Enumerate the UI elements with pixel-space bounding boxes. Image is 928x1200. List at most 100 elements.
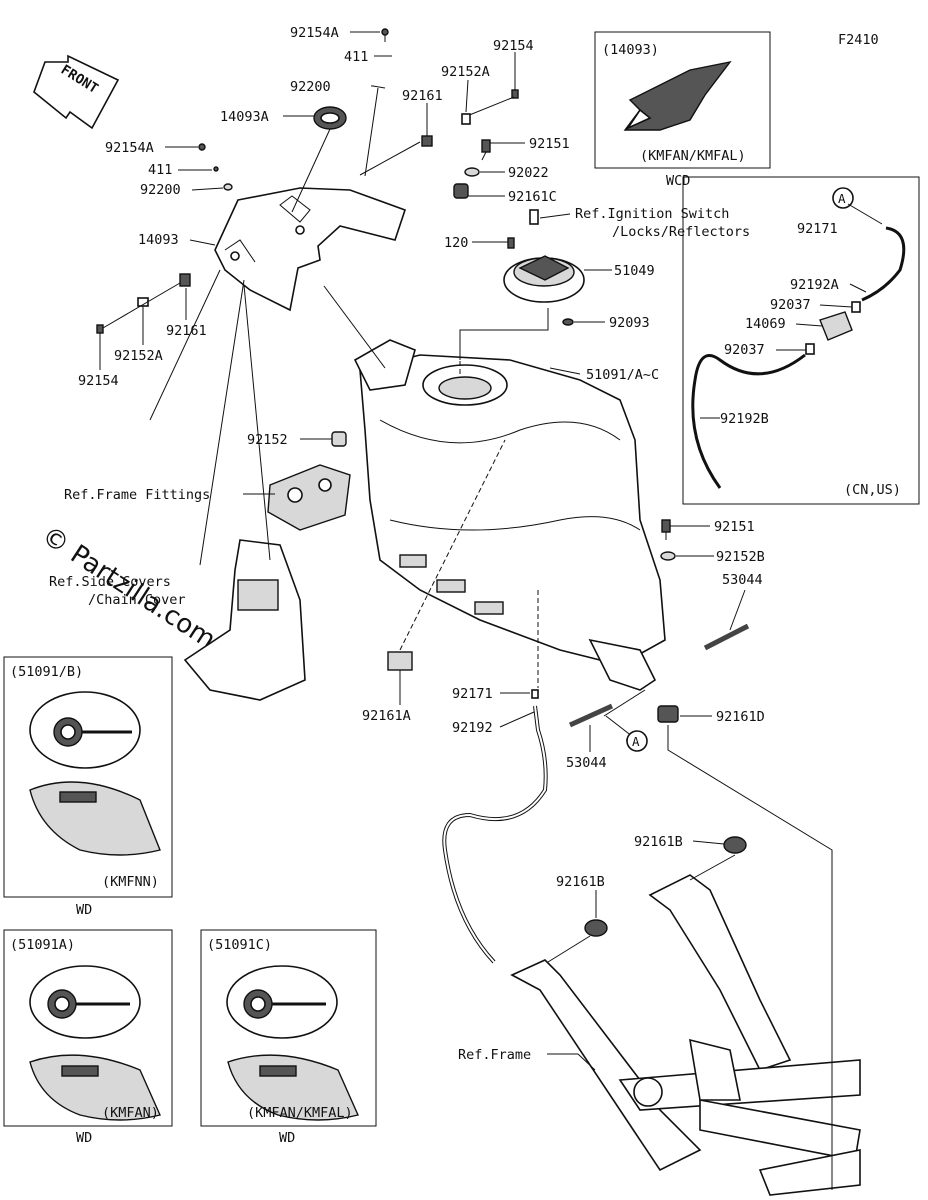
screw-ignition-ref [529,209,539,225]
inset-label-cn-us: (CN,US) [844,482,901,498]
svg-text:A: A [838,191,846,206]
svg-text:(KMFNN): (KMFNN) [102,874,159,890]
label-92200-top: 92200 [290,79,331,95]
svg-text:(51091C): (51091C) [207,937,272,953]
label-92022: 92022 [508,165,549,181]
dashed-lines [399,345,539,688]
label-51091: 51091/A~C [586,367,659,383]
frame [510,874,861,1196]
figure-code: F2410 [838,32,879,48]
label-92152: 92152 [247,432,288,448]
grommet-92161B-left [584,919,608,937]
screw-120 [507,237,515,249]
label-92161D: 92161D [716,709,765,725]
svg-text:A: A [632,734,640,749]
label-53044-bottom: 53044 [566,755,607,771]
part-labels: 92154A 411 92200 14093A 92154 92152A 921… [78,25,765,890]
ref-frame-fittings: Ref.Frame Fittings [64,487,210,503]
washer-92200-left [223,183,233,191]
inset-label-92192B: 92192B [720,411,769,427]
label-92161B-left: 92161B [556,874,605,890]
bolt-92151-right [661,519,671,540]
label-92161-left: 92161 [166,323,207,339]
label-92151-right: 92151 [714,519,755,535]
damper-92161A [387,651,413,671]
rod-53044-right [703,623,750,651]
label-411-top: 411 [344,49,368,65]
ref-side-covers-line1: Ref.Side Covers [49,574,171,590]
inset-label-92192A: 92192A [790,277,839,293]
label-92152A-left: 92152A [114,348,163,364]
inset-51091a: (51091A) (KMFAN) WD [3,929,173,1146]
hose-92192 [442,705,548,964]
svg-text:(KMFAN/KMFAL): (KMFAN/KMFAL) [640,148,746,164]
label-92161A: 92161A [362,708,411,724]
ref-side-covers-line2: /Chain Cover [88,592,186,608]
label-92151-top: 92151 [529,136,570,152]
inset-label-92037-b: 92037 [724,342,765,358]
inset-51091c: (51091C) (KMFAN/KMFAL) WD [200,929,377,1146]
label-92154A-left: 92154A [105,140,154,156]
ref-ignition-line2: /Locks/Reflectors [612,224,750,240]
collar-92152B [660,551,676,561]
side-cover-bracket [183,539,306,701]
reference-labels: Ref.Ignition Switch /Locks/Reflectors Re… [49,206,750,1063]
label-92192: 92192 [452,720,493,736]
bolt-92151-top [481,139,491,161]
svg-text:(KMFAN): (KMFAN) [102,1105,159,1121]
grommet-92161-top [359,135,433,176]
oring-92093 [562,318,574,326]
label-92161C: 92161C [508,189,557,205]
fuel-tank-51091 [353,339,666,691]
screw-92154A-left [198,143,206,151]
svg-text:(51091/B): (51091/B) [10,664,83,680]
label-92093: 92093 [609,315,650,331]
label-120: 120 [444,235,468,251]
svg-text:WCD: WCD [666,173,690,189]
fuel-cap-51049 [503,255,585,303]
label-92152A-top: 92152A [441,64,490,80]
label-14093: 14093 [138,232,179,248]
rod-53044-bottom [568,703,614,728]
inset-wcd-14093: (14093) (KMFAN/KMFAL) WCD [594,31,771,189]
screw-92154A-top [381,28,389,42]
cover-14093 [214,187,407,312]
svg-text:WD: WD [279,1130,295,1146]
grommet-92161-left [179,273,191,287]
label-92161B-right: 92161B [634,834,683,850]
label-411-left: 411 [148,162,172,178]
label-92154-left: 92154 [78,373,119,389]
label-92161-top: 92161 [402,88,443,104]
label-92154A-top: 92154A [290,25,339,41]
front-arrow-icon: FRONT [33,54,120,130]
ref-ignition-line1: Ref.Ignition Switch [575,206,729,222]
svg-text:WD: WD [76,902,92,918]
bolt-92152 [331,431,347,447]
collar-92152A-top [461,113,471,125]
grommet-92161C [453,183,469,199]
inset-label-92171: 92171 [797,221,838,237]
label-92171: 92171 [452,686,493,702]
label-14093A: 14093A [220,109,269,125]
label-92154-top: 92154 [493,38,534,54]
svg-text:(14093): (14093) [602,42,659,58]
svg-text:(KMFAN/KMFAL): (KMFAN/KMFAL) [247,1105,353,1121]
label-51049: 51049 [614,263,655,279]
label-53044-right: 53044 [722,572,763,588]
screw-411-left [213,166,219,172]
damper-92161D [657,705,679,723]
washer-92200-top [372,85,386,89]
callout-a-main: A [626,730,648,752]
inset-label-92037-a: 92037 [770,297,811,313]
ref-frame: Ref.Frame [458,1047,531,1063]
svg-text:(51091A): (51091A) [10,937,75,953]
label-92200-left: 92200 [140,182,181,198]
clamp-92171 [531,689,539,699]
inset-label-14069: 14069 [745,316,786,332]
frame-fittings-bracket [267,464,351,531]
grommet-92161B-right [723,836,747,854]
label-92152B: 92152B [716,549,765,565]
washer-92022 [464,167,480,177]
svg-text:WD: WD [76,1130,92,1146]
